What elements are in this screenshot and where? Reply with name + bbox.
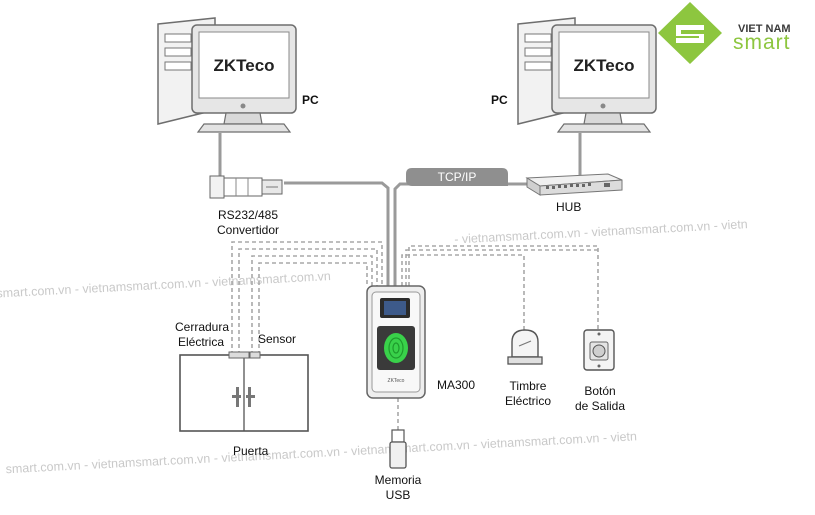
screen-right-logo: ZKTeco [573, 56, 634, 75]
bell-wire [401, 254, 525, 330]
screen-right [558, 31, 650, 99]
sensor-wire-2 [258, 262, 368, 355]
bell-icon [507, 329, 543, 365]
sensor-icon [249, 351, 261, 359]
pc-right: ZKTeco [517, 17, 657, 133]
logo-diamond-icon [658, 2, 722, 64]
bell-label-2: Eléctrico [505, 394, 551, 408]
screen-left-logo: ZKTeco [213, 56, 274, 75]
converter-label-2: Convertidor [217, 223, 279, 237]
converter-label-1: RS232/485 [218, 208, 278, 222]
ma300-device: ZKTeco [366, 285, 426, 399]
lock-label-2: Eléctrica [178, 335, 224, 349]
converter-device [209, 175, 283, 199]
sensor-label: Sensor [258, 332, 296, 346]
tcpip-tag: TCP/IP [406, 168, 508, 186]
exit-label-2: de Salida [575, 399, 625, 413]
lock-wire-1 [231, 241, 383, 355]
watermark-row-1-left: smart.com.vn - vietnamsmart.com.vn - vie… [0, 269, 331, 301]
logo-line-1: VIET NAM [738, 23, 791, 35]
converter-to-device-line [284, 181, 390, 286]
pc-right-label: PC [491, 93, 508, 107]
pc-left-label: PC [302, 93, 319, 107]
lock-label-1: Cerradura [175, 320, 229, 334]
screen-left [198, 31, 290, 99]
hub-device [525, 173, 623, 196]
lock-wire-2 [238, 248, 378, 355]
usb-label-2: USB [386, 488, 411, 502]
door-label: Puerta [233, 444, 269, 458]
exit-wire [408, 245, 599, 330]
hub-label: HUB [556, 200, 581, 214]
dashed-wiring [231, 241, 600, 430]
vietnam-smart-logo: VIET NAM smart [658, 2, 791, 64]
device-label: MA300 [437, 378, 475, 392]
logo-line-2: smart [733, 31, 791, 54]
usb-memory-icon [389, 429, 407, 469]
watermark-row-1-right: - vietnamsmart.com.vn - vietnamsmart.com… [454, 217, 748, 246]
usb-label-1: Memoria [375, 473, 422, 487]
watermark-row-2: smart.com.vn - vietnamsmart.com.vn - vie… [5, 429, 637, 476]
exit-wire-2 [405, 249, 600, 286]
bell-label-1: Timbre [510, 379, 547, 393]
door [179, 351, 309, 432]
exit-button-icon [583, 329, 615, 371]
exit-label-1: Botón [584, 384, 615, 398]
tcpip-label: TCP/IP [438, 170, 477, 184]
device-brand: ZKTeco [388, 378, 405, 384]
sensor-wire-1 [251, 255, 373, 355]
lock-icon [228, 351, 250, 359]
pc-left: ZKTeco [157, 17, 297, 133]
